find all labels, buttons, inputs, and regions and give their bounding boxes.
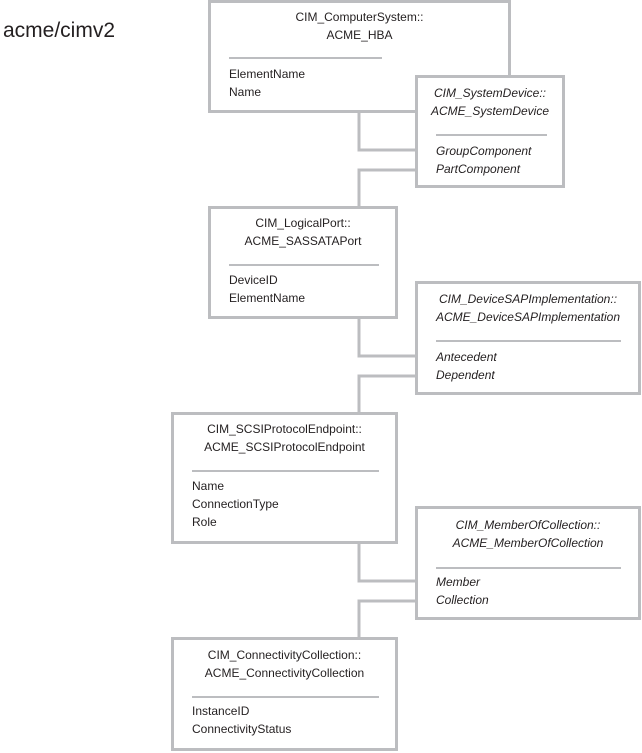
property-name: Name: [192, 479, 225, 493]
property-connection-type: ConnectionType: [192, 497, 279, 511]
title-divider: [436, 340, 621, 342]
association-title: CIM_DeviceSAPImplementation:: ACME_Devic…: [418, 290, 638, 326]
property-name: Name: [229, 85, 262, 99]
namespace-label: acme/cimv2: [3, 19, 116, 42]
property-list: Name ConnectionType Role: [192, 477, 279, 531]
class-title-base: CIM_SCSIProtocolEndpoint::: [207, 422, 362, 436]
title-divider: [229, 264, 379, 266]
property-collection: Collection: [436, 593, 489, 607]
connector-system-device-to-logical-port: [357, 168, 417, 208]
title-divider: [192, 470, 379, 472]
property-antecedent: Antecedent: [436, 350, 497, 364]
connector-member-of-collection-to-connectivity-collection: [357, 599, 417, 639]
class-title-base: CIM_ComputerSystem::: [295, 10, 424, 24]
property-element-name: ElementName: [229, 291, 306, 305]
title-divider: [436, 134, 547, 136]
property-connectivity-status: ConnectivityStatus: [192, 722, 292, 736]
property-member: Member: [436, 575, 481, 589]
property-list: InstanceID ConnectivityStatus: [192, 702, 291, 738]
property-instance-id: InstanceID: [192, 704, 250, 718]
class-box-connectivity-collection: CIM_ConnectivityCollection:: ACME_Connec…: [171, 637, 398, 751]
class-title: CIM_ComputerSystem:: ACME_HBA: [211, 8, 508, 44]
connector-device-sap-to-scsi-endpoint: [357, 374, 417, 414]
property-group-component: GroupComponent: [436, 144, 532, 158]
property-dependent: Dependent: [436, 368, 495, 382]
property-role: Role: [192, 515, 217, 529]
property-list: Antecedent Dependent: [436, 348, 497, 384]
class-title-impl: ACME_HBA: [326, 28, 393, 42]
property-list: DeviceID ElementName: [229, 271, 305, 307]
association-title-base: CIM_MemberOfCollection::: [455, 518, 601, 532]
title-divider: [436, 567, 621, 569]
class-title-impl: ACME_SCSIProtocolEndpoint: [204, 440, 365, 454]
property-element-name: ElementName: [229, 67, 306, 81]
association-box-member-of-collection: CIM_MemberOfCollection:: ACME_MemberOfCo…: [415, 506, 641, 620]
class-title-impl: ACME_SASSATAPort: [244, 234, 362, 248]
title-divider: [192, 696, 379, 698]
class-title-impl: ACME_ConnectivityCollection: [204, 666, 365, 680]
connector-logical-port-to-device-sap: [357, 319, 417, 358]
association-title-impl: ACME_SystemDevice: [430, 104, 550, 118]
title-divider: [229, 57, 382, 59]
class-title: CIM_LogicalPort:: ACME_SASSATAPort: [211, 214, 395, 250]
property-list: GroupComponent PartComponent: [436, 142, 531, 178]
class-title-base: CIM_LogicalPort::: [255, 216, 351, 230]
class-title: CIM_SCSIProtocolEndpoint:: ACME_SCSIProt…: [174, 420, 395, 456]
association-title-base: CIM_SystemDevice::: [433, 86, 547, 100]
property-list: Member Collection: [436, 573, 489, 609]
property-part-component: PartComponent: [436, 162, 521, 176]
class-box-logical-port: CIM_LogicalPort:: ACME_SASSATAPort Devic…: [208, 206, 398, 319]
connector-scsi-endpoint-to-member-of-collection: [357, 544, 417, 583]
class-box-scsi-protocol-endpoint: CIM_SCSIProtocolEndpoint:: ACME_SCSIProt…: [171, 412, 398, 544]
class-title-base: CIM_ConnectivityCollection::: [207, 648, 362, 662]
association-box-device-sap-implementation: CIM_DeviceSAPImplementation:: ACME_Devic…: [415, 281, 641, 395]
association-title: CIM_SystemDevice:: ACME_SystemDevice: [418, 84, 562, 120]
property-device-id: DeviceID: [229, 273, 278, 287]
connector-computer-system-to-system-device: [357, 113, 417, 152]
association-title: CIM_MemberOfCollection:: ACME_MemberOfCo…: [418, 516, 638, 552]
association-box-system-device: CIM_SystemDevice:: ACME_SystemDevice Gro…: [415, 75, 565, 188]
property-list: ElementName Name: [229, 65, 305, 101]
class-title: CIM_ConnectivityCollection:: ACME_Connec…: [174, 646, 395, 682]
association-title-impl: ACME_DeviceSAPImplementation: [435, 310, 621, 324]
association-title-impl: ACME_MemberOfCollection: [452, 536, 604, 550]
association-title-base: CIM_DeviceSAPImplementation::: [438, 292, 618, 306]
